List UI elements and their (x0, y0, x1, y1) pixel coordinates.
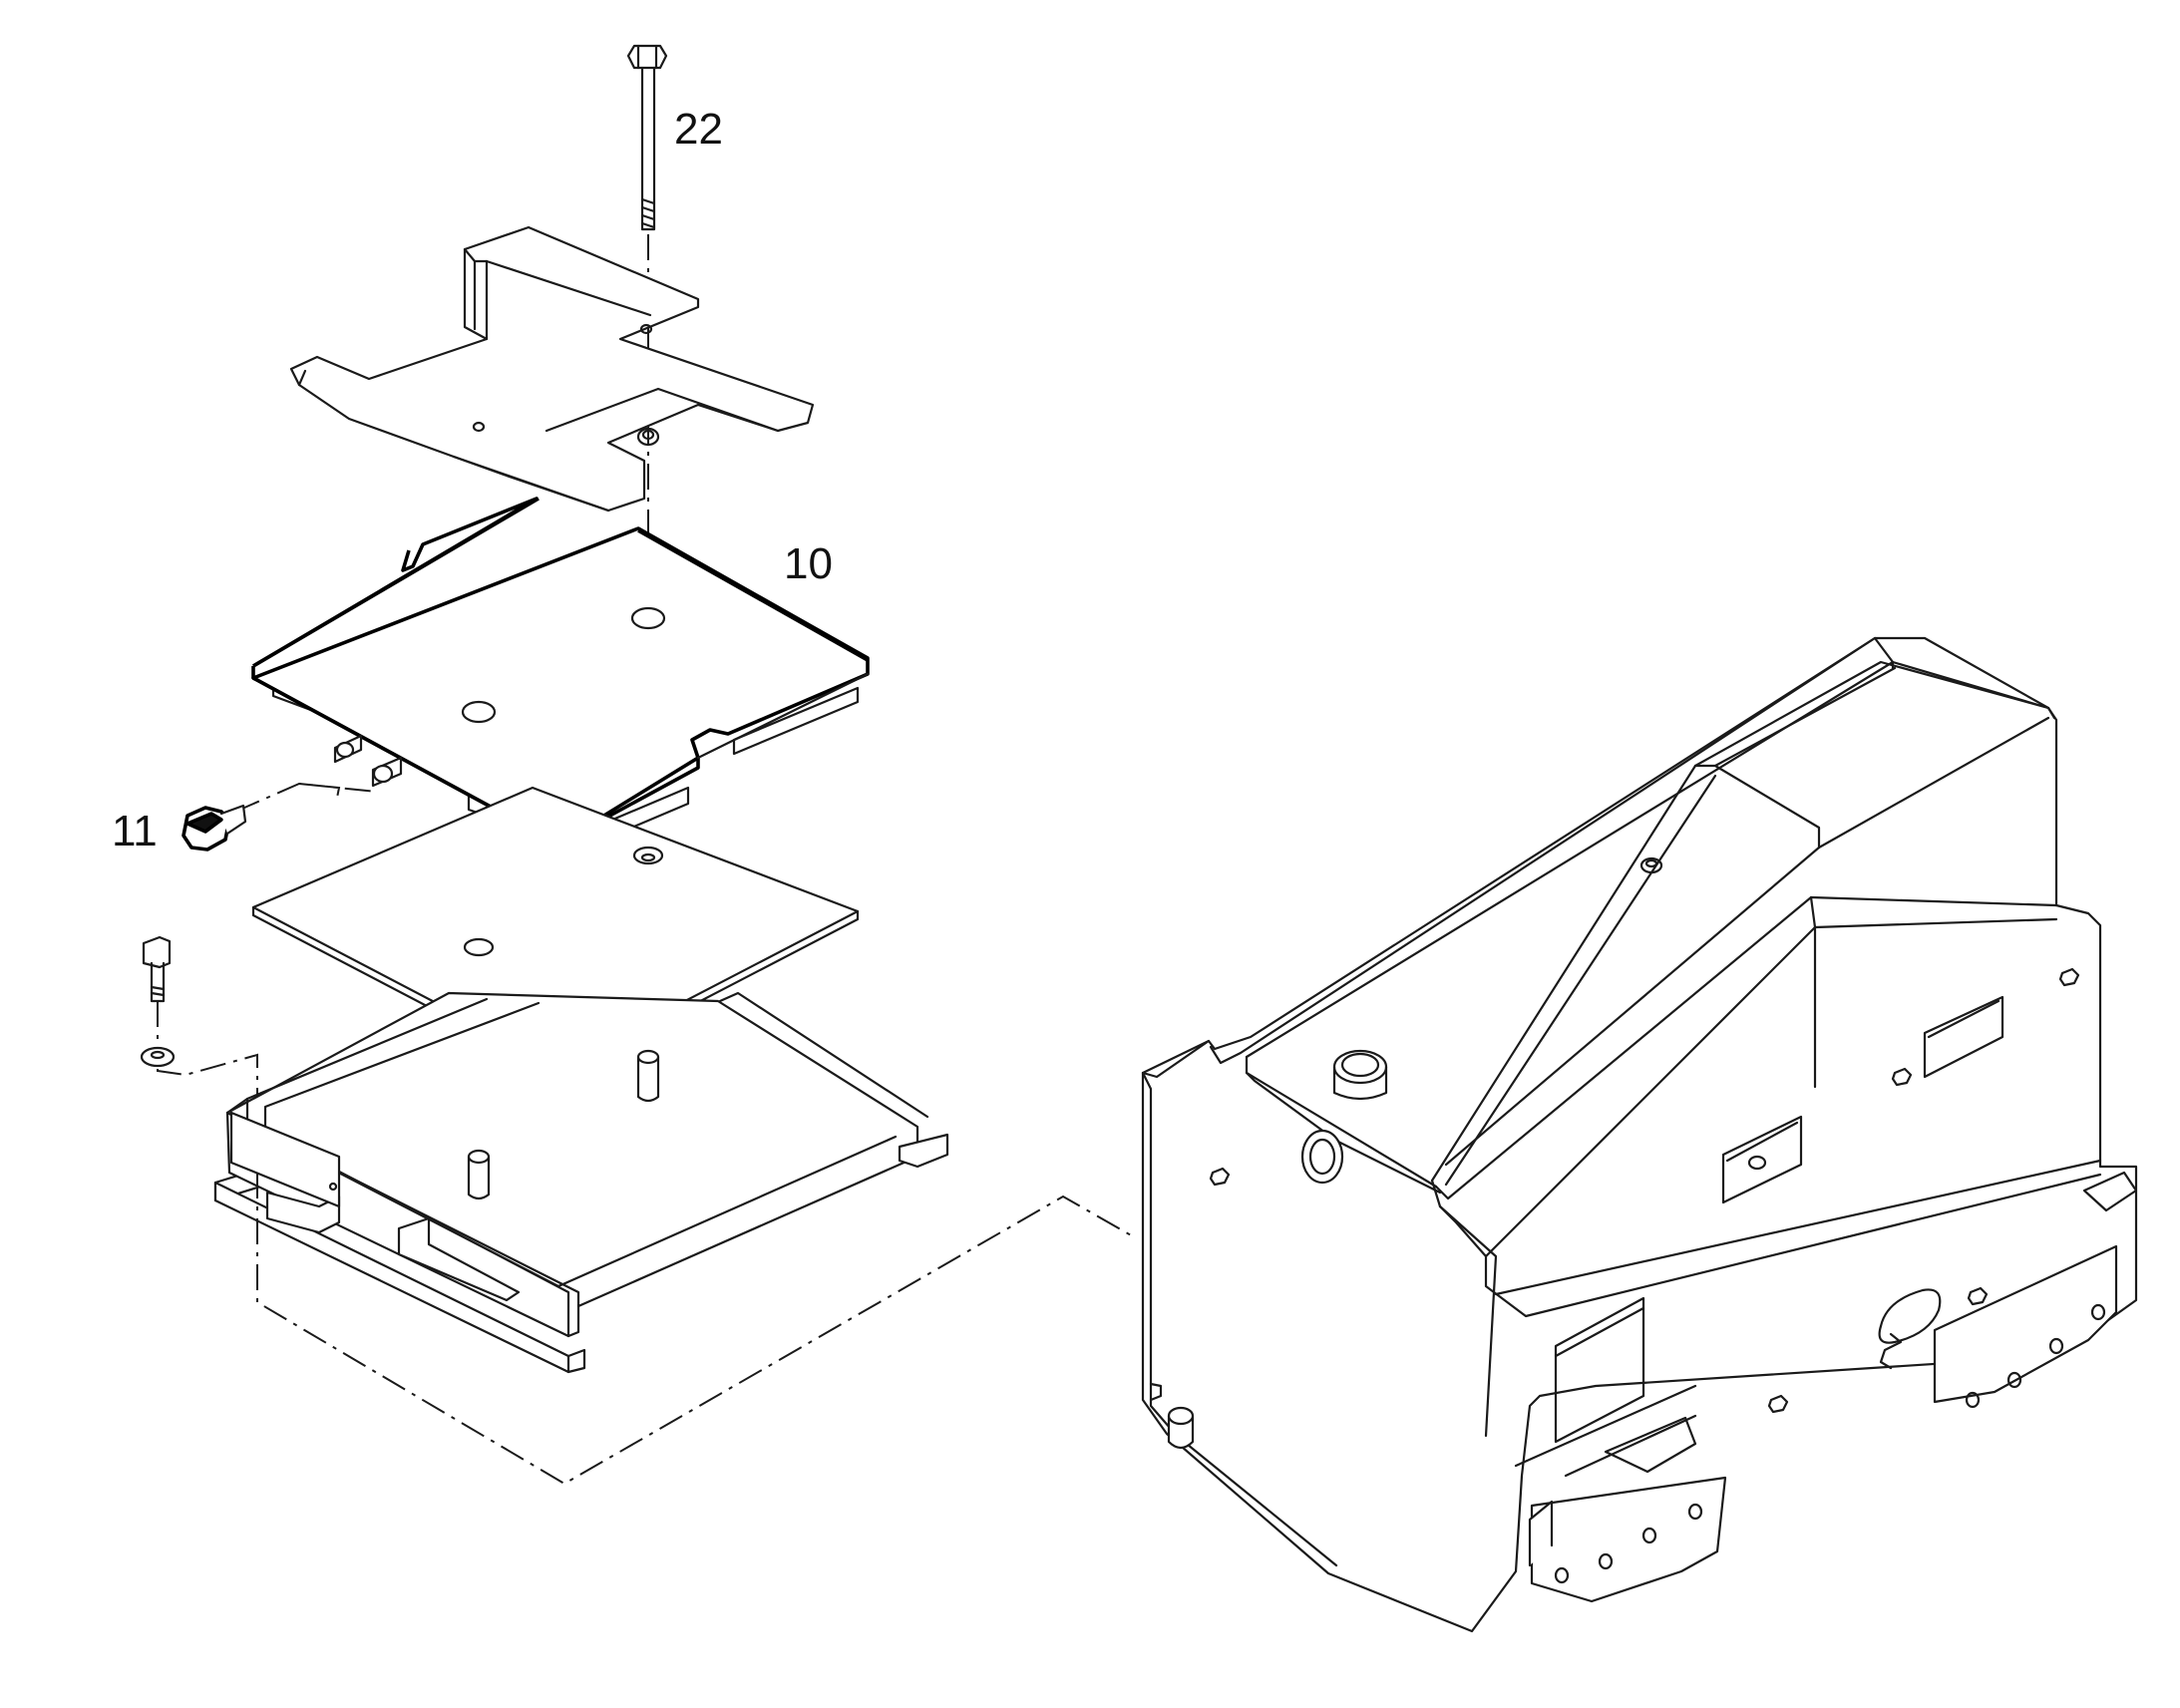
base-tray[interactable] (213, 991, 949, 1374)
filler-cap-top[interactable] (1332, 1049, 1388, 1101)
chassis-battery-box[interactable] (1141, 636, 2138, 1633)
part-11-elbow-fitting[interactable] (182, 804, 247, 852)
mounting-bracket-left[interactable] (1528, 1476, 1727, 1603)
part-10-cooling-plate[interactable] (251, 497, 870, 850)
part-22-long-bolt[interactable] (626, 44, 668, 231)
small-bolt-and-washer[interactable] (140, 935, 176, 1068)
top-plug (1639, 856, 1663, 874)
callout-10: 10 (784, 539, 833, 588)
callout-11: 11 (112, 807, 158, 855)
filler-cap-side[interactable] (1300, 1129, 1344, 1185)
mounting-bracket-right[interactable] (1933, 1244, 2118, 1409)
hinge-clip-right (2082, 1171, 2138, 1212)
top-bracket-plate[interactable] (289, 225, 815, 512)
chassis-bolts (1209, 967, 2080, 1414)
callout-22: 22 (674, 105, 723, 154)
pipe-connection-line (234, 782, 378, 813)
hinge-clip-lower (1604, 1416, 1697, 1474)
